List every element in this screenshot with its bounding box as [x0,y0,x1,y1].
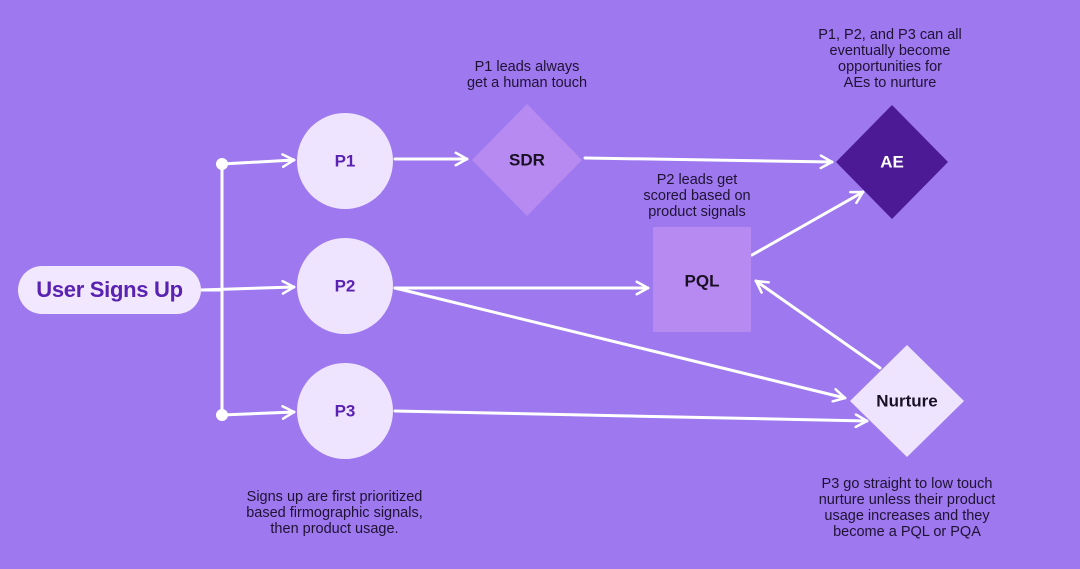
arrow-pql-ae [750,190,865,257]
node-ae-label: AE [880,153,904,172]
pql-note-line: product signals [648,204,746,220]
arrow-p2-nurture [393,286,847,403]
nurture-note-line: become a PQL or PQA [833,524,981,540]
pql-note: P2 leads get scored based on product sig… [622,172,772,220]
signup-note: Signs up are first prioritized based fir… [222,489,447,537]
nurture-note-line: P3 go straight to low touch [821,476,993,492]
node-sdr-label: SDR [509,151,545,170]
node-p3: P3 [297,363,393,459]
arrow-to-p2 [198,279,296,295]
start-user-signs-up: User Signs Up [18,266,201,314]
node-pql-label: PQL [685,272,720,291]
sdr-note-line: get a human touch [466,75,588,91]
node-sdr: SDR [472,104,582,216]
arrow-nurture-pql [754,279,882,370]
arrow-sdr-ae [583,154,834,170]
node-p2-label: P2 [335,277,356,296]
pql-note-line: scored based on [643,188,751,204]
start-label: User Signs Up [36,277,183,302]
ae-note-line: eventually become [829,43,951,59]
node-p2: P2 [297,238,393,334]
node-ae: AE [836,105,948,219]
node-nurture: Nurture [850,345,964,457]
ae-note-line: opportunities for [838,59,942,75]
ae-note-line: AEs to nurture [843,75,937,91]
node-p3-label: P3 [335,402,356,421]
sdr-note: P1 leads always get a human touch [447,59,607,91]
node-pql: PQL [653,227,751,332]
signup-note-line: based firmographic signals, [246,505,423,521]
nurture-note-line: nurture unless their product [818,492,996,508]
sdr-note-line: P1 leads always [474,59,580,75]
pql-note-line: P2 leads get [656,172,738,188]
nurture-note: P3 go straight to low touch nurture unle… [792,476,1022,540]
ae-note: P1, P2, and P3 can all eventually become… [795,27,985,91]
arrow-p3-nurture [393,409,869,429]
signup-note-line: then product usage. [270,521,399,537]
arrow-to-p3 [220,404,296,420]
nurture-note-line: usage increases and they [824,508,990,524]
ae-note-line: P1, P2, and P3 can all [818,27,962,43]
signup-note-line: Signs up are first prioritized [246,489,423,505]
node-p1-label: P1 [335,152,356,171]
node-nurture-label: Nurture [876,392,937,411]
arrow-to-p1 [220,153,296,169]
node-p1: P1 [297,113,393,209]
